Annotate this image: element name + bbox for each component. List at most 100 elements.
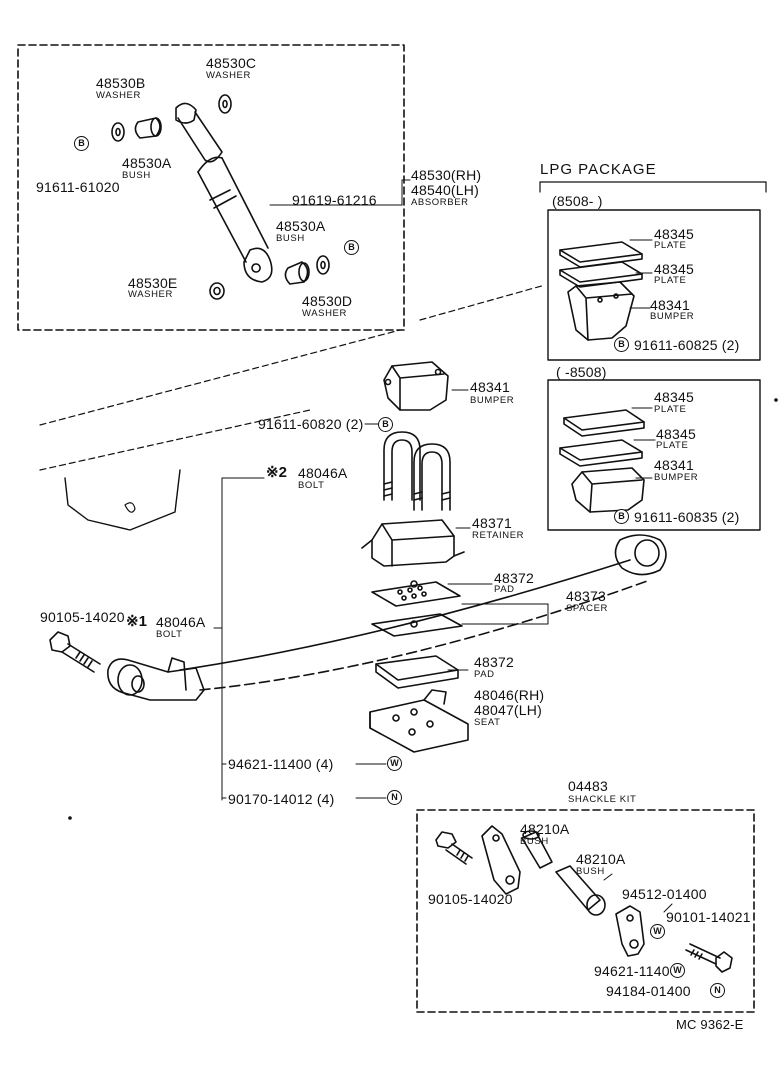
lpg-late-bumper-name: BUMPER bbox=[650, 311, 695, 322]
seat-number-lh: 48047(LH) bbox=[474, 702, 542, 718]
lpg-late-bolt-number: 91611-60825 (2) bbox=[634, 337, 740, 353]
pad-upper-name: PAD bbox=[494, 584, 515, 595]
shackle-bush1-number: 48210A bbox=[520, 821, 570, 837]
shackle-bolt-number: 90105-14020 bbox=[428, 891, 513, 907]
bush-low-number: 48530A bbox=[276, 218, 326, 234]
nut-number: 90170-14012 (4) bbox=[228, 791, 335, 807]
bush-top-number: 48530A bbox=[122, 155, 172, 171]
washer-d-number: 48530D bbox=[302, 293, 353, 309]
bolt-a-symbol: B bbox=[344, 240, 359, 255]
absorber-small-parts bbox=[111, 94, 330, 300]
front-bolt-number: 90105-14020 bbox=[40, 609, 125, 625]
lpg-early-bumper-number: 48341 bbox=[654, 457, 694, 473]
bolt-b-symbol: B bbox=[74, 136, 89, 151]
u-bolt-mark: ※2 bbox=[266, 464, 287, 481]
washer-b-name: WASHER bbox=[96, 90, 141, 101]
lpg-early-box bbox=[547, 379, 761, 531]
washer-c-name: WASHER bbox=[206, 70, 251, 81]
u-bolts bbox=[383, 431, 451, 511]
lpg-early-bumper-name: BUMPER bbox=[654, 472, 699, 483]
spring-seat bbox=[369, 689, 469, 753]
washer-e-number: 48530E bbox=[128, 275, 178, 291]
shackle-washer-b-symbol: W bbox=[670, 963, 685, 978]
lpg-early-plate1-name: PLATE bbox=[654, 404, 687, 415]
lpg-late-bumper-number: 48341 bbox=[650, 297, 690, 313]
absorber-name: ABSORBER bbox=[411, 197, 469, 208]
shackle-bush1-name: BUSH bbox=[520, 836, 549, 847]
main-bumper-number: 48341 bbox=[470, 379, 510, 395]
bush-top-name: BUSH bbox=[122, 170, 151, 181]
shackle-bolt-b-number: 90101-14021 bbox=[666, 909, 751, 925]
lpg-late-plate2-number: 48345 bbox=[654, 261, 694, 277]
lpg-early-plate1-number: 48345 bbox=[654, 389, 694, 405]
pad-upper-number: 48372 bbox=[494, 570, 534, 586]
pad-lower-name: PAD bbox=[474, 669, 495, 680]
lpg-late-parts bbox=[559, 241, 643, 341]
shackle-washer-a-number: 94512-01400 bbox=[622, 886, 707, 902]
spacer-bracket bbox=[461, 603, 549, 625]
upper-pad bbox=[371, 580, 461, 607]
shackle-bush2-name: BUSH bbox=[576, 866, 605, 877]
pad-lower-number: 48372 bbox=[474, 654, 514, 670]
diagram-code: MC 9362-E bbox=[676, 1017, 744, 1032]
front-bush-name: BOLT bbox=[156, 629, 183, 640]
shackle-nut-symbol: N bbox=[710, 983, 725, 998]
lpg-early-parts bbox=[559, 409, 645, 513]
retainer bbox=[361, 519, 465, 567]
nut-symbol: N bbox=[387, 790, 402, 805]
washer-b-number: 48530B bbox=[96, 75, 146, 91]
washer-c-number: 48530C bbox=[206, 55, 257, 71]
absorber-group-frame bbox=[17, 44, 405, 331]
shackle-parts bbox=[435, 825, 733, 973]
shackle-washer-b-number: 94621-11400 bbox=[594, 963, 678, 979]
bolt-b-number: 91611-61020 bbox=[36, 179, 120, 195]
ubolt-leader-bracket bbox=[213, 477, 387, 801]
frame-rail bbox=[39, 284, 546, 471]
spacer-name: SPACER bbox=[566, 603, 608, 614]
spacer-plate bbox=[371, 613, 463, 637]
lpg-early-plate2-number: 48345 bbox=[656, 426, 696, 442]
washer-e-name: WASHER bbox=[128, 289, 173, 300]
front-bush-mark: ※1 bbox=[126, 613, 147, 630]
spacer-number: 48373 bbox=[566, 588, 606, 604]
lpg-early-bolt-symbol: B bbox=[614, 509, 629, 524]
lpg-early-plate2-name: PLATE bbox=[656, 440, 689, 451]
shock-absorber-body bbox=[175, 102, 273, 283]
absorber-number-lh: 48540(LH) bbox=[411, 182, 479, 198]
washer-number: 94621-11400 (4) bbox=[228, 756, 334, 772]
retainer-name: RETAINER bbox=[472, 530, 525, 541]
shackle-washer-a-symbol: W bbox=[650, 924, 665, 939]
retainer-number: 48371 bbox=[472, 515, 512, 531]
bush-low-name: BUSH bbox=[276, 233, 305, 244]
lpg-late-range: (8508- ) bbox=[552, 193, 603, 209]
lpg-late-plate1-name: PLATE bbox=[654, 240, 687, 251]
bumper-bolt-symbol: B bbox=[378, 417, 393, 432]
washer-symbol: W bbox=[387, 756, 402, 771]
bolt-a-number: 91619-61216 bbox=[292, 192, 377, 208]
front-spring-eye bbox=[107, 657, 205, 701]
lpg-late-plate2-name: PLATE bbox=[654, 275, 687, 286]
front-bolt bbox=[49, 631, 101, 673]
u-bolt-name: BOLT bbox=[298, 480, 325, 491]
lower-pad bbox=[375, 655, 459, 689]
shackle-kit-frame bbox=[416, 809, 755, 1013]
frame-bracket bbox=[64, 469, 181, 531]
main-bumper bbox=[383, 361, 449, 411]
lpg-late-bolt-symbol: B bbox=[614, 337, 629, 352]
lpg-early-range: ( -8508) bbox=[556, 364, 607, 380]
lpg-early-bolt-number: 91611-60835 (2) bbox=[634, 509, 740, 525]
lpg-late-plate1-number: 48345 bbox=[654, 226, 694, 242]
washer-d-name: WASHER bbox=[302, 308, 347, 319]
shackle-kit-name: SHACKLE KIT bbox=[568, 794, 637, 805]
shackle-nut-number: 94184-01400 bbox=[606, 983, 691, 999]
lpg-late-box bbox=[547, 209, 761, 361]
shackle-bush2-number: 48210A bbox=[576, 851, 626, 867]
absorber-leaders bbox=[269, 179, 411, 206]
u-bolt-number: 48046A bbox=[298, 465, 348, 481]
main-bumper-name: BUMPER bbox=[470, 395, 515, 406]
front-bush-number: 48046A bbox=[156, 614, 206, 630]
bumper-bolt-number: 91611-60820 (2) bbox=[258, 416, 364, 432]
seat-name: SEAT bbox=[474, 717, 501, 728]
